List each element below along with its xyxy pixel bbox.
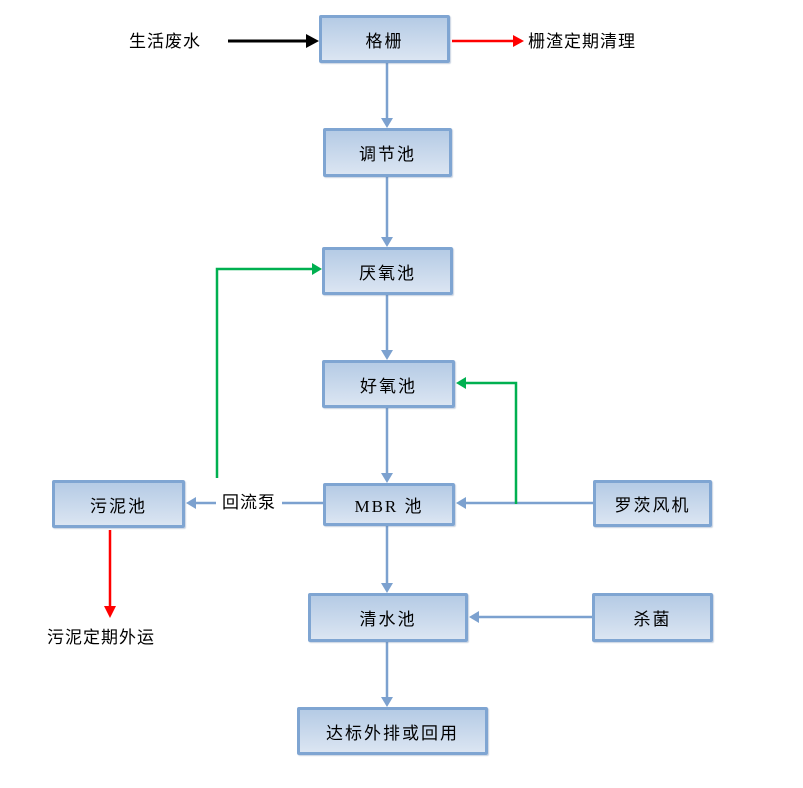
- label-reflux-pump: 回流泵: [216, 491, 282, 515]
- node-anaerobic-tank: 厌氧池: [322, 247, 453, 295]
- connector-grid-to-screenings: [452, 35, 524, 47]
- label-sludge-removal: 污泥定期外运: [47, 628, 155, 647]
- node-clear-water-tank: 清水池: [308, 593, 468, 642]
- connector-anaerobic-to-aerobic: [381, 295, 393, 360]
- connector-return-to-anaerobic: [215, 263, 322, 478]
- connector-clearwater-to-discharge: [381, 642, 393, 707]
- node-mbr-tank: MBR 池: [323, 483, 455, 526]
- node-regulating-tank: 调节池: [323, 128, 452, 177]
- connector-blower-to-mbr: [456, 497, 593, 509]
- connector-return-to-aerobic: [456, 377, 518, 504]
- label-influent: 生活废水: [129, 32, 201, 51]
- node-grid: 格栅: [319, 15, 450, 63]
- node-sludge-tank: 污泥池: [52, 480, 185, 528]
- node-roots-blower: 罗茨风机: [593, 480, 712, 527]
- connector-aerobic-to-mbr: [381, 408, 393, 483]
- connector-influent-to-grid: [228, 34, 319, 48]
- node-aerobic-tank: 好氧池: [322, 360, 455, 408]
- node-discharge: 达标外排或回用: [297, 707, 488, 755]
- label-screenings: 栅渣定期清理: [528, 32, 636, 51]
- connector-sludge-to-removal: [104, 530, 116, 618]
- connector-mbr-to-clearwater: [381, 526, 393, 593]
- connector-regulating-to-anaerobic: [381, 177, 393, 247]
- connector-grid-to-regulating: [381, 63, 393, 128]
- node-sterilize: 杀菌: [592, 593, 713, 642]
- connector-sterilize-to-clearwater: [469, 611, 592, 623]
